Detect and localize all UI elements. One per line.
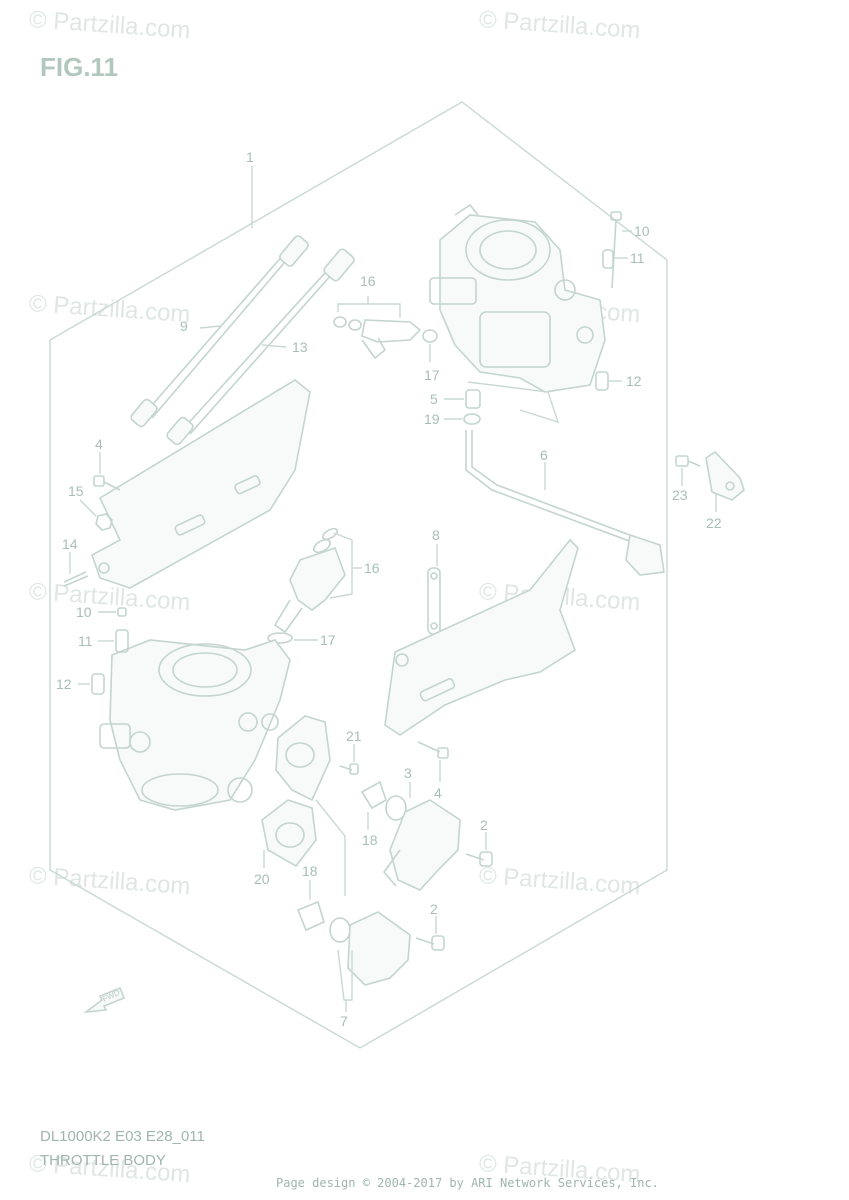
sensor-upper[interactable] <box>382 799 461 891</box>
nut-part-15[interactable] <box>95 513 113 531</box>
spring-part-11[interactable] <box>602 249 614 269</box>
callout-10: 10 <box>634 223 650 239</box>
callout-21: 21 <box>346 728 362 744</box>
screw-part-14[interactable] <box>63 571 89 587</box>
injector-part-16-lower[interactable] <box>273 527 346 634</box>
diagram-name: THROTTLE BODY <box>40 1152 166 1169</box>
callout-7: 7 <box>340 1013 348 1029</box>
callout-18-lower: 18 <box>302 863 318 879</box>
callout-15: 15 <box>68 483 84 499</box>
clamp-part-18-upper[interactable] <box>360 780 387 810</box>
screw-part-10[interactable] <box>610 211 622 289</box>
clamp-part-18-lower[interactable] <box>296 900 325 932</box>
o-ring-part-3[interactable] <box>385 795 407 821</box>
bolt-part-2-upper[interactable] <box>465 851 493 867</box>
throttle-body-assembly-upper[interactable] <box>429 203 606 393</box>
injector-part-16-upper[interactable] <box>333 316 422 360</box>
footer-copyright: Page design © 2004-2017 by ARI Network S… <box>276 1176 659 1190</box>
diagram-code: DL1000K2 E03 E28_011 <box>40 1128 205 1145</box>
callout-14: 14 <box>62 536 78 552</box>
o-ring-part-17-lower[interactable] <box>267 632 293 644</box>
bracket-left[interactable] <box>91 379 311 589</box>
callout-4-right: 4 <box>434 785 442 801</box>
callout-4: 4 <box>95 436 103 452</box>
callout-1: 1 <box>246 149 254 165</box>
callout-9: 9 <box>180 318 188 334</box>
plate-part-20[interactable] <box>261 715 331 868</box>
callout-3: 3 <box>404 765 412 781</box>
spring-part-5[interactable] <box>465 389 481 409</box>
bolt-part-23[interactable] <box>675 455 701 467</box>
callout-2: 2 <box>480 817 488 833</box>
link-part-8[interactable] <box>427 567 441 635</box>
rod-part-9[interactable] <box>130 234 310 428</box>
o-ring-part-17-upper[interactable] <box>422 329 438 343</box>
callout-16-lower: 16 <box>364 560 380 576</box>
callout-8: 8 <box>432 527 440 543</box>
callout-12-lower: 12 <box>56 676 72 692</box>
callout-12: 12 <box>626 373 642 389</box>
fwd-arrow-icon: FWD <box>83 986 126 1014</box>
rod-part-13[interactable] <box>166 248 356 446</box>
screw-part-21[interactable] <box>339 763 359 775</box>
sensor-part-7[interactable] <box>329 911 411 986</box>
bracket-right[interactable] <box>384 538 579 736</box>
callout-17: 17 <box>424 367 440 383</box>
clip-part-22[interactable] <box>705 450 745 501</box>
screw-part-10-lower[interactable] <box>117 607 127 617</box>
callout-19: 19 <box>424 411 440 427</box>
callout-18: 18 <box>362 832 378 848</box>
callout-13: 13 <box>292 339 308 355</box>
spring-part-12[interactable] <box>595 371 609 391</box>
callout-5: 5 <box>430 391 438 407</box>
bolt-part-4-right[interactable] <box>417 741 449 759</box>
assembly-boundary <box>49 101 668 1049</box>
callout-20: 20 <box>254 871 270 887</box>
callout-11: 11 <box>630 250 645 266</box>
callout-2-lower: 2 <box>430 901 438 917</box>
rod-part-6[interactable] <box>465 430 665 576</box>
spring-part-11-lower[interactable] <box>115 629 129 653</box>
washer-part-19[interactable] <box>463 413 481 425</box>
throttle-body-lower[interactable] <box>99 639 291 811</box>
callout-17-lower: 17 <box>320 632 336 648</box>
callout-10-lower: 10 <box>76 604 92 620</box>
bolt-part-4-left[interactable] <box>93 475 121 491</box>
callout-23: 23 <box>672 487 688 503</box>
figure-title: FIG.11 <box>40 52 119 82</box>
callout-22: 22 <box>706 515 722 531</box>
callout-16: 16 <box>360 273 376 289</box>
bolt-part-2-lower[interactable] <box>415 935 445 951</box>
spring-part-12-lower[interactable] <box>91 673 105 695</box>
callout-11-lower: 11 <box>78 633 93 649</box>
callout-6: 6 <box>540 447 548 463</box>
